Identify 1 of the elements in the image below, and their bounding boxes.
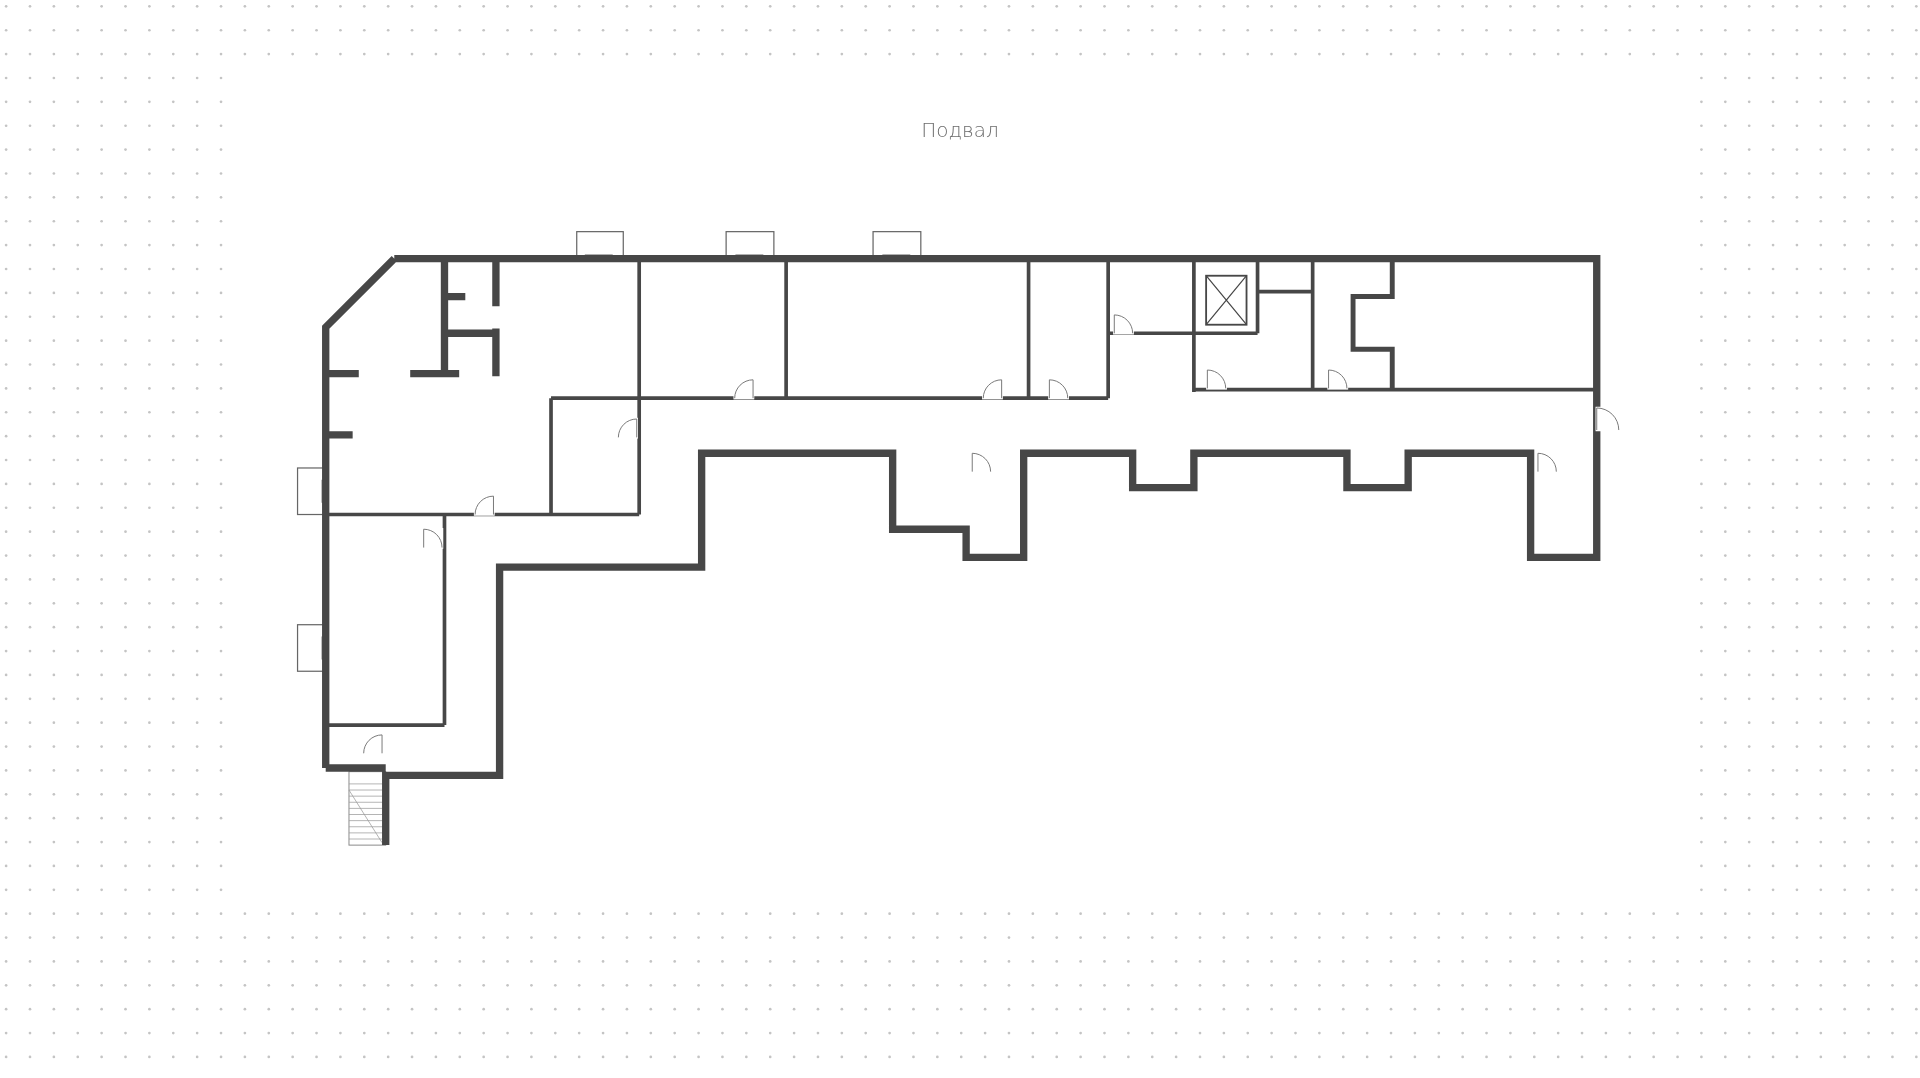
plan-title: Подвал xyxy=(921,118,999,142)
